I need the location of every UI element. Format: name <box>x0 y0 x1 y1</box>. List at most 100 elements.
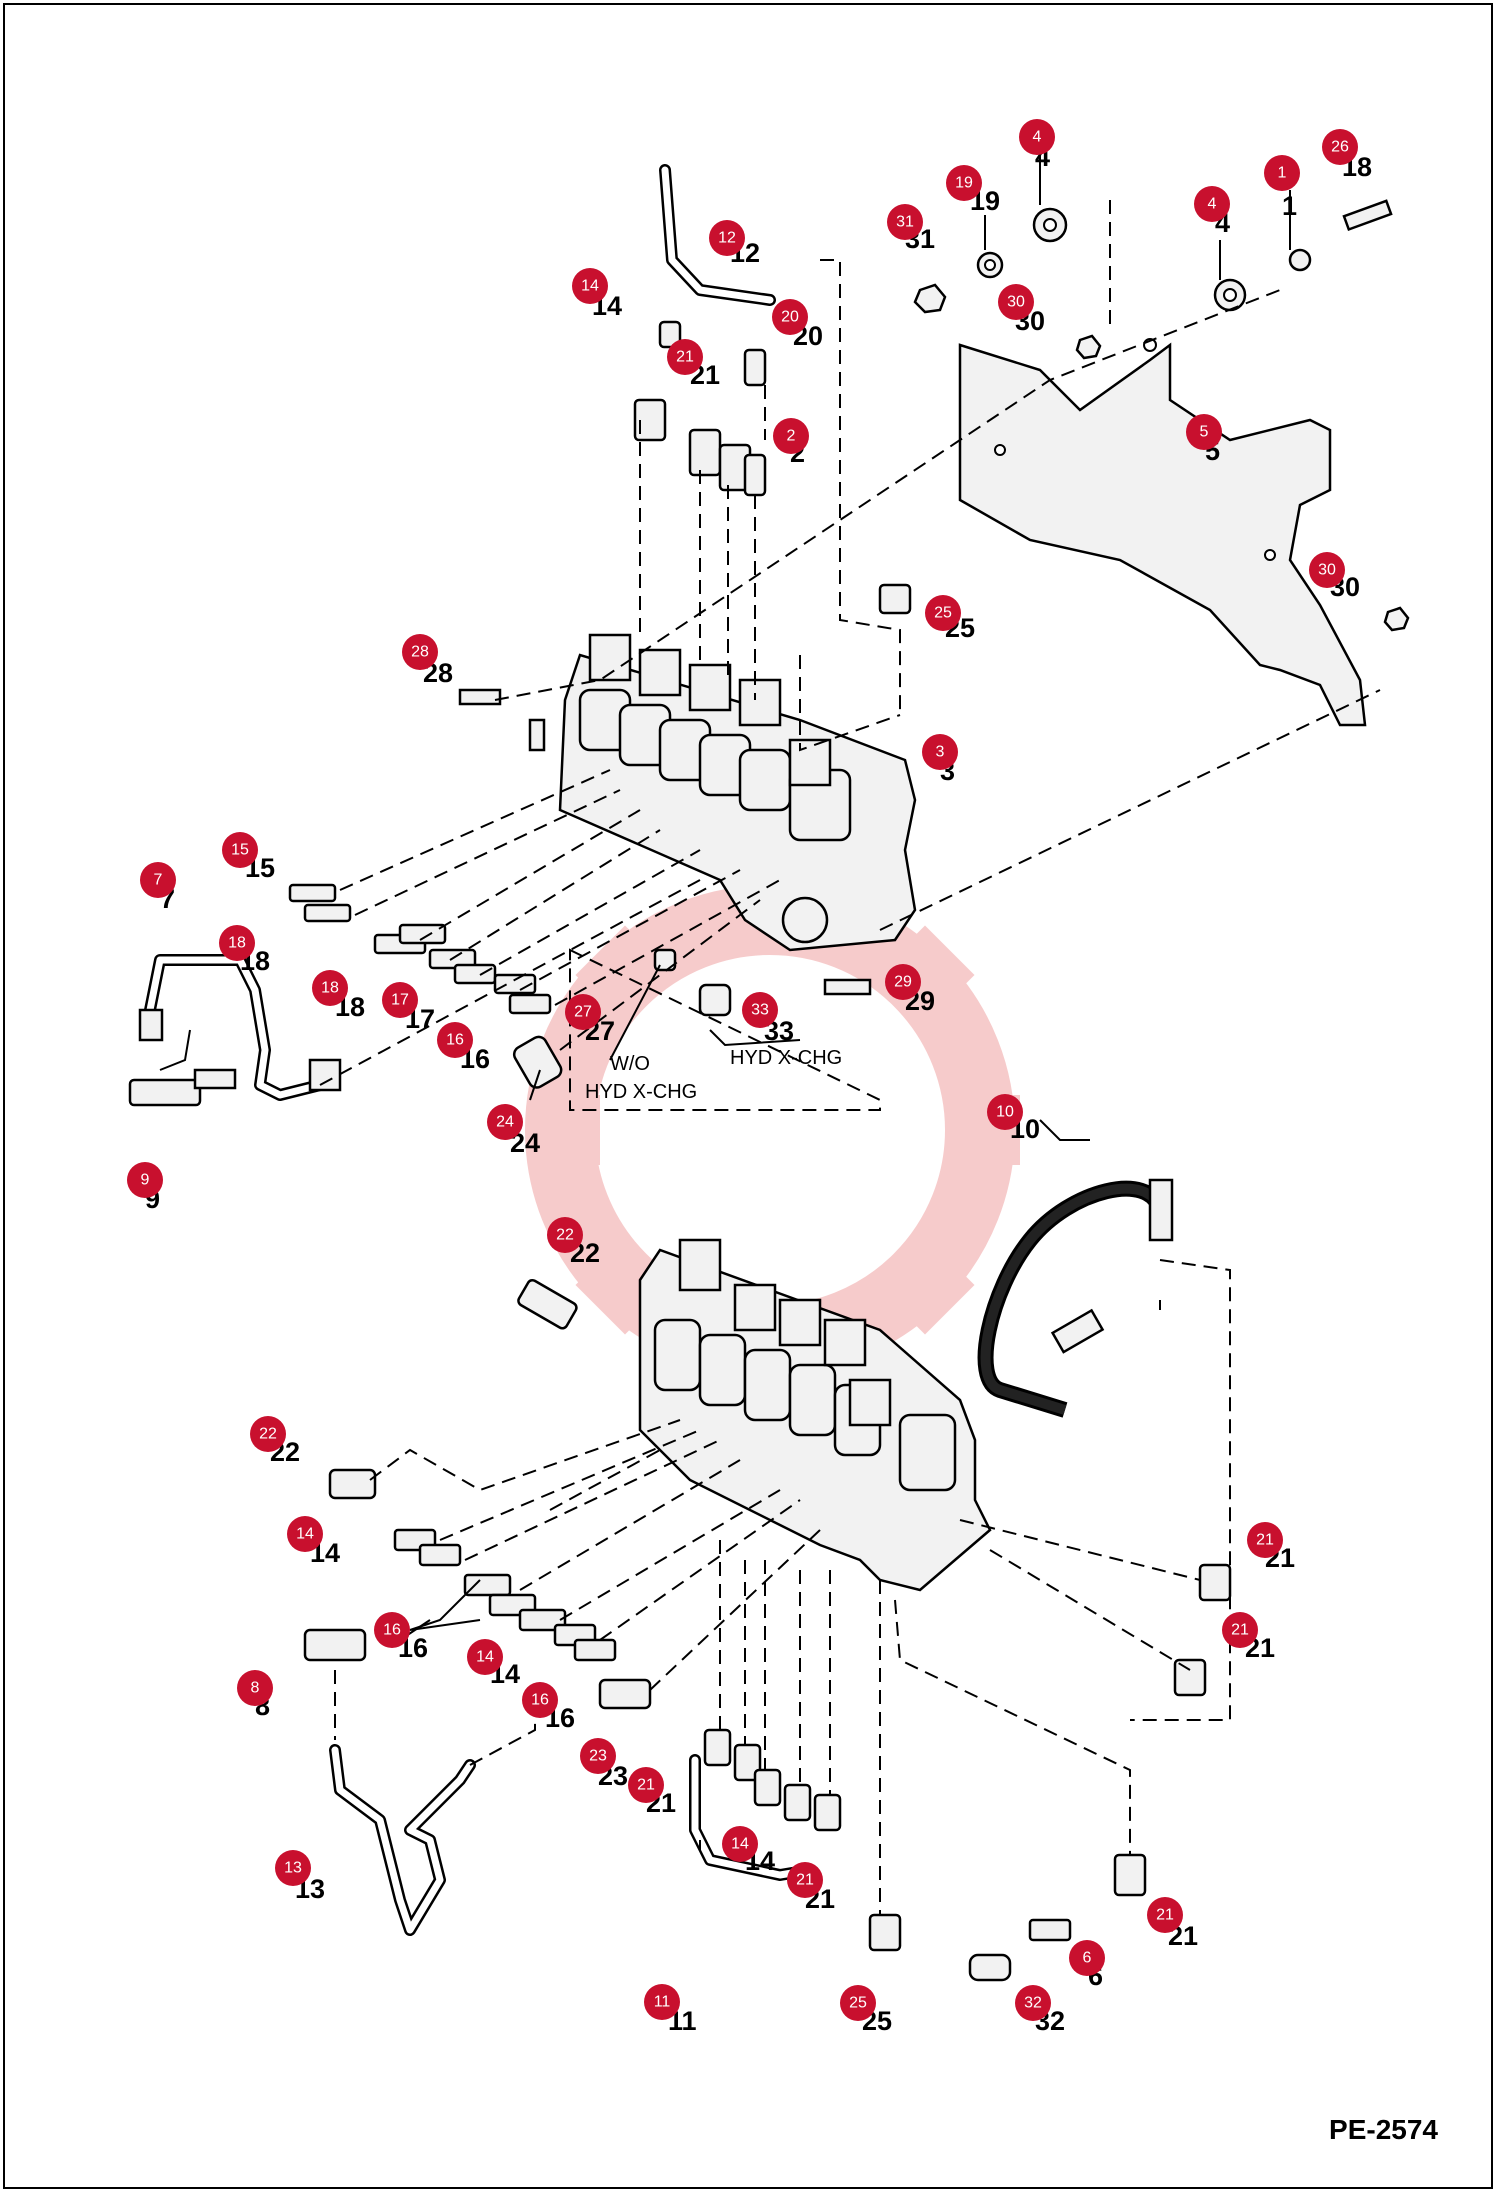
callout-23: 23 <box>580 1738 616 1774</box>
callout-21e: 21 <box>787 1862 823 1898</box>
callout-14b: 14 <box>287 1516 323 1552</box>
label-1: 1 <box>1282 191 1297 221</box>
svg-text:28: 28 <box>411 644 429 661</box>
assembly-lines <box>319 200 1381 1915</box>
callout-28: 28 <box>402 634 438 670</box>
note-wo-hyd: HYD X-CHG <box>585 1081 697 1103</box>
svg-text:12: 12 <box>718 230 736 247</box>
callout-27: 27 <box>565 994 601 1030</box>
callout-21c: 21 <box>1222 1612 1258 1648</box>
callout-2: 2 <box>773 418 809 454</box>
callout-18a: 18 <box>219 925 255 961</box>
svg-text:5: 5 <box>1200 424 1209 441</box>
svg-text:21: 21 <box>1256 1532 1274 1549</box>
svg-text:18: 18 <box>228 935 246 952</box>
svg-text:14: 14 <box>581 278 599 295</box>
callout-12: 12 <box>709 220 745 256</box>
callout-11: 11 <box>644 1984 680 2020</box>
callout-22a: 22 <box>547 1217 583 1253</box>
svg-text:24: 24 <box>496 1114 514 1131</box>
svg-text:21: 21 <box>637 1777 655 1794</box>
svg-text:29: 29 <box>894 974 912 991</box>
svg-text:1: 1 <box>1278 165 1287 182</box>
svg-text:6: 6 <box>1083 1950 1092 1967</box>
note-wo: W/O <box>610 1053 650 1075</box>
callout-5: 5 <box>1186 414 1222 450</box>
mounting-bracket <box>958 338 1367 727</box>
callout-24: 24 <box>487 1104 523 1140</box>
callout-15: 15 <box>222 832 258 868</box>
svg-text:32: 32 <box>1024 1995 1042 2012</box>
svg-text:16: 16 <box>531 1692 549 1709</box>
svg-text:11: 11 <box>654 1994 671 2011</box>
callout-21a: 21 <box>667 339 703 375</box>
callout-9: 9 <box>127 1162 163 1198</box>
leader-lines <box>159 155 1291 1641</box>
callout-1: 1 <box>1264 155 1300 191</box>
svg-text:4: 4 <box>1208 196 1217 213</box>
svg-text:13: 13 <box>284 1860 302 1877</box>
svg-text:19: 19 <box>955 175 973 192</box>
callout-20: 20 <box>772 299 808 335</box>
callout-31: 31 <box>887 204 923 240</box>
svg-text:25: 25 <box>849 1995 867 2012</box>
callout-26: 26 <box>1322 129 1358 165</box>
svg-text:9: 9 <box>141 1172 150 1189</box>
callout-16b: 16 <box>374 1612 410 1648</box>
svg-text:30: 30 <box>1007 294 1025 311</box>
hardware-top <box>913 199 1410 632</box>
svg-text:27: 27 <box>574 1004 592 1021</box>
callout-25a: 25 <box>925 595 961 631</box>
callout-16c: 16 <box>522 1682 558 1718</box>
callout-30a: 30 <box>998 284 1034 320</box>
callout-19: 19 <box>946 165 982 201</box>
fittings <box>128 320 1232 1982</box>
drawing-code: PE-2574 <box>1329 2114 1438 2145</box>
svg-text:15: 15 <box>231 842 249 859</box>
svg-text:23: 23 <box>589 1748 607 1765</box>
svg-text:22: 22 <box>556 1227 574 1244</box>
svg-text:30: 30 <box>1318 562 1336 579</box>
callout-32: 32 <box>1015 1985 1051 2021</box>
callout-17: 17 <box>382 982 418 1018</box>
svg-text:25: 25 <box>934 605 952 622</box>
callout-33: 33 <box>742 992 778 1028</box>
svg-text:18: 18 <box>321 980 339 997</box>
drawing-frame <box>3 3 1493 2189</box>
svg-text:7: 7 <box>154 872 163 889</box>
callout-16a: 16 <box>437 1022 473 1058</box>
svg-text:17: 17 <box>391 992 409 1009</box>
svg-text:21: 21 <box>1156 1907 1174 1924</box>
svg-text:33: 33 <box>751 1002 769 1019</box>
callout-6: 6 <box>1069 1940 1105 1976</box>
callout-10: 10 <box>987 1094 1023 1130</box>
callout-8: 8 <box>237 1670 273 1706</box>
callout-14c: 14 <box>467 1639 503 1675</box>
callout-21b: 21 <box>1247 1522 1283 1558</box>
callout-22b: 22 <box>250 1416 286 1452</box>
callout-3: 3 <box>922 734 958 770</box>
svg-text:26: 26 <box>1331 139 1349 156</box>
callout-14d: 14 <box>722 1826 758 1862</box>
svg-text:14: 14 <box>296 1526 314 1543</box>
callout-29: 29 <box>885 964 921 1000</box>
svg-text:4: 4 <box>1033 129 1042 146</box>
svg-text:16: 16 <box>446 1032 464 1049</box>
svg-text:21: 21 <box>1231 1622 1249 1639</box>
control-valve-lower <box>638 1238 992 1592</box>
svg-text:8: 8 <box>251 1680 260 1697</box>
note-hyd: HYD X-CHG <box>730 1047 842 1069</box>
svg-text:22: 22 <box>259 1426 277 1443</box>
control-valve-upper <box>558 633 917 952</box>
callout-4b: 4 <box>1194 186 1230 222</box>
callout-14a: 14 <box>572 268 608 304</box>
callout-13: 13 <box>275 1850 311 1886</box>
svg-text:3: 3 <box>936 744 945 761</box>
svg-text:16: 16 <box>383 1622 401 1639</box>
callout-21d: 21 <box>628 1767 664 1803</box>
callout-4a: 4 <box>1019 119 1055 155</box>
callout-30b: 30 <box>1309 552 1345 588</box>
svg-text:21: 21 <box>796 1872 814 1889</box>
callout-21f: 21 <box>1147 1897 1183 1933</box>
